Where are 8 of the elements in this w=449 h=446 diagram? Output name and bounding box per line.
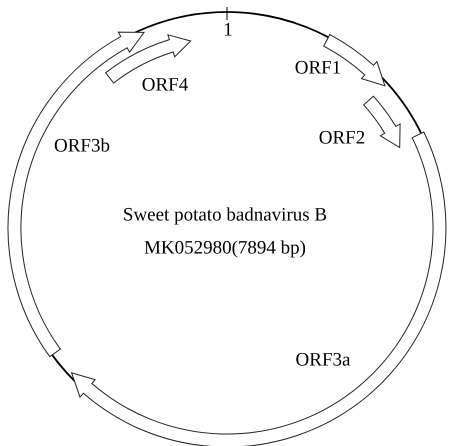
orf-label: ORF3b — [54, 136, 110, 156]
orf-label: ORF4 — [142, 76, 188, 94]
accession-label: MK052980(7894 bp) — [144, 238, 306, 258]
position-marker: 1 — [223, 20, 233, 40]
orf-label: ORF2 — [318, 128, 366, 148]
orf-label: ORF3a — [296, 350, 350, 370]
genome-name: Sweet potato badnavirus B — [122, 206, 328, 224]
orf-label: ORF1 — [294, 58, 342, 78]
